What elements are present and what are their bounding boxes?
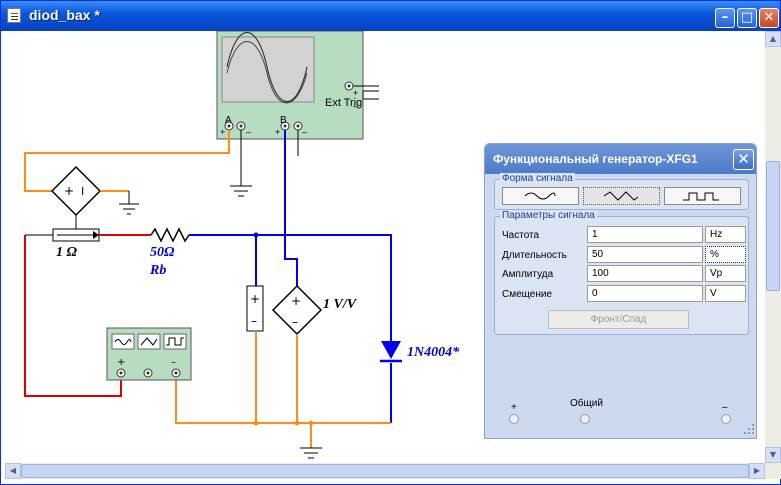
svg-text:+: + xyxy=(291,294,301,308)
amplitude-input[interactable]: 100 xyxy=(587,265,703,282)
ground-symbol xyxy=(300,447,322,459)
wire-orange-channel-a xyxy=(24,130,230,192)
close-icon: ✕ xyxy=(763,10,775,25)
shunt-resistor[interactable] xyxy=(25,215,121,242)
frequency-input[interactable]: 1 xyxy=(587,226,703,243)
svg-text:+: + xyxy=(250,292,260,306)
square-wave-icon xyxy=(683,192,719,201)
amplitude-unit[interactable]: Vp xyxy=(705,265,746,282)
plus-terminal-label: + xyxy=(511,402,517,413)
channel-b-label: B xyxy=(280,115,287,126)
common-terminal[interactable] xyxy=(580,414,590,424)
offset-unit[interactable]: V xyxy=(705,285,746,302)
minimize-icon: – xyxy=(721,10,729,25)
dialog-title-bar[interactable]: Функциональный генератор-XFG1 ✕ xyxy=(485,144,756,174)
schematic-drawing: + – + – + – xyxy=(24,31,402,459)
svg-text:–: – xyxy=(171,357,176,368)
common-terminal-label: Общий xyxy=(570,398,603,409)
svg-text:+: + xyxy=(117,357,125,368)
junction-node xyxy=(253,420,259,426)
minus-terminal-label: – xyxy=(722,402,728,413)
resize-grip-icon[interactable] xyxy=(743,423,755,435)
waveform-sine-button[interactable] xyxy=(502,187,579,205)
parameters-group-title: Параметры сигнала xyxy=(500,210,597,221)
svg-text:+: + xyxy=(275,127,280,137)
waveform-square-button[interactable] xyxy=(664,187,741,205)
shunt-label: 1 Ω xyxy=(56,245,77,260)
junction-node xyxy=(308,420,314,426)
frequency-label: Частота xyxy=(502,230,540,241)
duty-cycle-input[interactable]: 50 xyxy=(587,246,703,263)
frequency-unit[interactable]: Hz xyxy=(705,226,746,243)
svg-text:–: – xyxy=(302,127,307,137)
wire-blue xyxy=(189,130,392,423)
close-button[interactable]: ✕ xyxy=(759,8,779,28)
vcvs-source[interactable]: + – xyxy=(271,284,323,336)
svg-text:+: + xyxy=(64,184,74,198)
wire-red xyxy=(24,235,122,397)
plus-terminal[interactable] xyxy=(509,414,519,424)
minus-terminal[interactable] xyxy=(721,414,731,424)
diode-label: 1N4004* xyxy=(407,345,460,360)
dialog-close-button[interactable]: ✕ xyxy=(733,149,754,170)
waveform-triangle-button[interactable] xyxy=(583,187,660,205)
waveform-group-title: Форма сигнала xyxy=(500,173,575,184)
svg-text:+: + xyxy=(220,127,225,137)
scroll-up-button[interactable]: ▲ xyxy=(765,31,781,47)
junction-node xyxy=(253,232,259,238)
maximize-button[interactable]: □ xyxy=(737,8,757,28)
function-generator-icon[interactable]: + – xyxy=(106,327,192,381)
oscilloscope[interactable]: + – + – + – xyxy=(216,31,379,140)
title-bar[interactable]: diod_bax * – □ ✕ xyxy=(1,1,780,31)
scroll-corner xyxy=(765,463,781,479)
vertical-scrollbar[interactable]: ▲ ▼ xyxy=(765,31,781,463)
diode-1n4004[interactable] xyxy=(380,341,402,363)
dialog-title: Функциональный генератор-XFG1 xyxy=(493,152,698,166)
channel-a-label: A xyxy=(225,115,232,126)
svg-text:I: I xyxy=(81,185,84,198)
cccs-source[interactable]: + I xyxy=(50,165,139,217)
ext-trig-label: Ext Trig xyxy=(325,97,363,109)
svg-text:–: – xyxy=(353,101,358,111)
scroll-down-button[interactable]: ▼ xyxy=(765,447,781,463)
svg-text:–: – xyxy=(292,315,298,329)
oscilloscope-ground xyxy=(230,130,299,197)
svg-text:+: + xyxy=(353,88,358,98)
svg-text:–: – xyxy=(251,314,257,328)
svg-text:–: – xyxy=(246,127,251,137)
scroll-right-button[interactable]: ▶ xyxy=(749,463,765,479)
rise-fall-button[interactable]: Фронт/Спад xyxy=(548,310,689,329)
horizontal-scroll-thumb[interactable] xyxy=(21,464,749,478)
scroll-left-button[interactable]: ◀ xyxy=(5,463,21,479)
sine-wave-icon xyxy=(524,192,556,200)
duty-cycle-label: Длительность xyxy=(502,250,567,261)
vcvs-label: 1 V/V xyxy=(323,297,357,312)
triangle-wave-icon xyxy=(603,191,639,201)
window-title: diod_bax * xyxy=(29,7,100,23)
amplitude-label: Амплитуда xyxy=(502,269,554,280)
document-icon xyxy=(7,8,21,23)
duty-cycle-unit[interactable]: % xyxy=(705,246,746,263)
voltage-sensor[interactable]: + – xyxy=(246,285,264,332)
resistor-name-label: Rb xyxy=(150,263,167,278)
maximize-icon: □ xyxy=(740,10,754,25)
close-icon: ✕ xyxy=(737,150,750,168)
resistor-rb[interactable] xyxy=(121,227,190,243)
resistor-value-label: 50Ω xyxy=(150,245,175,260)
horizontal-scrollbar[interactable]: ◀ ▶ xyxy=(5,463,765,479)
junction-node xyxy=(294,420,300,426)
vertical-scroll-thumb[interactable] xyxy=(766,161,780,291)
offset-input[interactable]: 0 xyxy=(587,285,703,302)
offset-label: Смещение xyxy=(502,289,553,300)
wire-orange-bottom xyxy=(175,331,391,448)
minimize-button[interactable]: – xyxy=(715,8,735,28)
